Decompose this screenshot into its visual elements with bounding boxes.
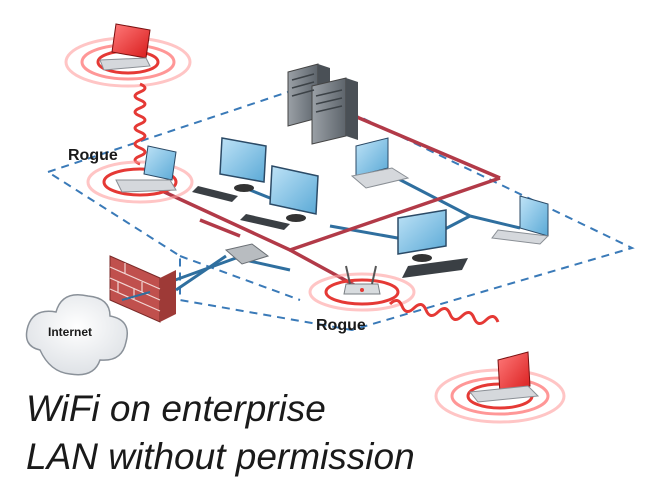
wifi-wave-bottom (388, 299, 500, 325)
rogue-access-point (308, 265, 416, 312)
wifi-wave-top (133, 82, 147, 166)
server-rack (287, 63, 358, 145)
firewall-zone-boundary (179, 255, 301, 301)
laptop-right (491, 195, 550, 245)
internet-label: Internet (48, 325, 92, 339)
caption-line-1: WiFi on enterprise (26, 388, 326, 429)
caption-line-2: LAN without permission (26, 436, 415, 477)
desktop-3 (397, 209, 468, 278)
laptop-right-top (350, 137, 410, 189)
rogue-laptop-left (86, 145, 194, 204)
rogue-laptop-top (64, 23, 192, 88)
rogue-laptop-bottom (434, 351, 566, 424)
firewall-to-switch-link (175, 254, 227, 292)
rogue-label-top: Rogue (68, 147, 118, 164)
firewall (109, 255, 176, 323)
rogue-label-bottom: Rogue (316, 317, 366, 334)
rogue-links (159, 110, 501, 288)
internet-cloud (25, 294, 128, 376)
network-switch (224, 243, 270, 265)
enterprise-zone-boundary (47, 86, 635, 332)
internet-to-firewall-link (121, 291, 151, 301)
desktop-1 (192, 137, 267, 202)
desktop-2 (240, 165, 319, 230)
